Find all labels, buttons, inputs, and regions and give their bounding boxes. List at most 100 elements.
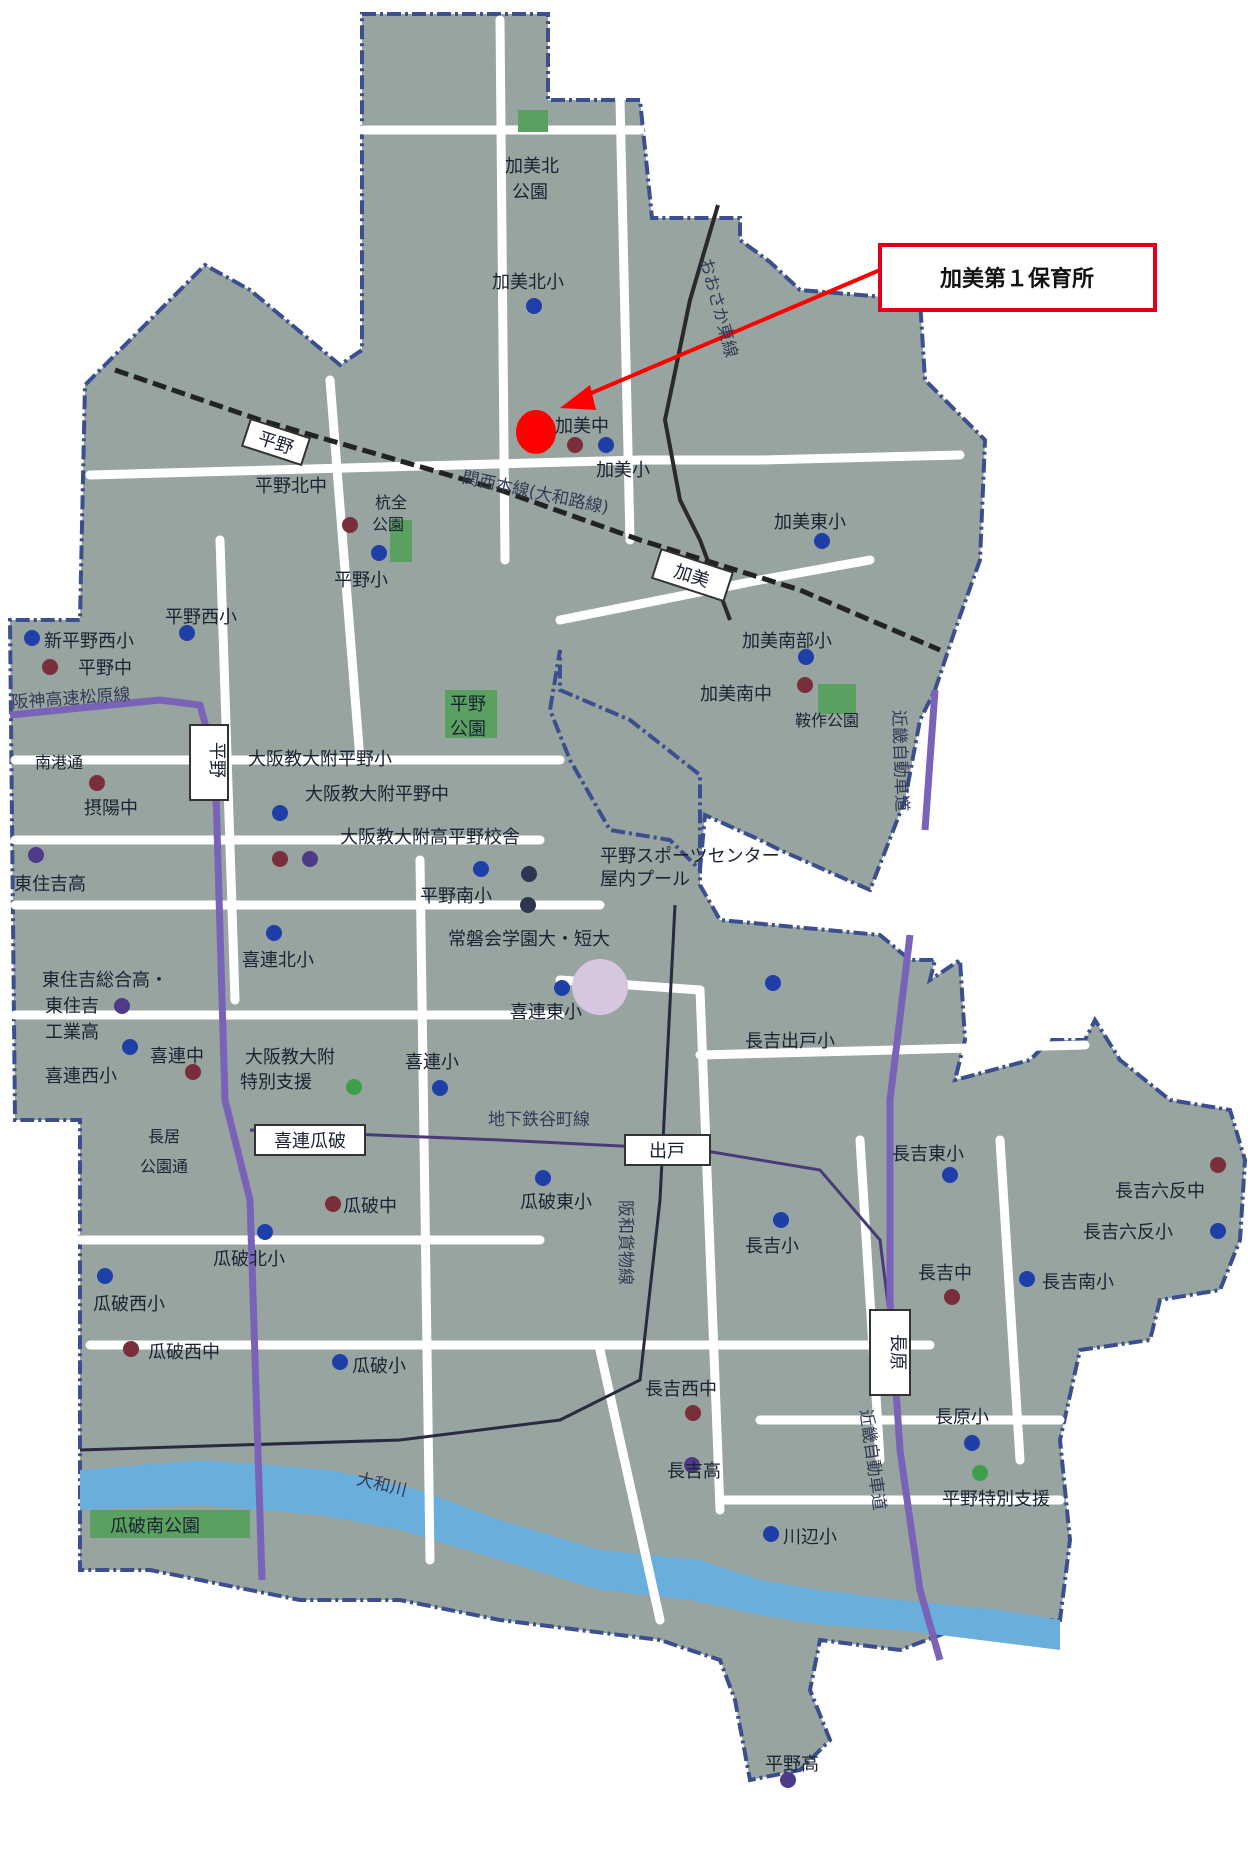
label-hanwa-line: 阪和貨物線 <box>615 1200 635 1285</box>
school-uryunishi-chu: 瓜破西中 <box>123 1341 220 1363</box>
school-nagayoshinishi-chu: 長吉西中 <box>645 1379 717 1421</box>
park-uryuminami <box>90 1510 250 1538</box>
station-dedo: 出戸 <box>624 1134 711 1166</box>
school-marker <box>97 1268 113 1284</box>
school-marker <box>520 897 536 913</box>
school-hiranokita-chu: 平野北中 <box>255 476 358 533</box>
school-kamikita-sho: 加美北小 <box>492 272 564 314</box>
school-label: 大阪教大附 <box>245 1047 335 1068</box>
park-hirano <box>445 690 497 738</box>
roads <box>10 15 1090 1625</box>
school-setsuyo-chu: 摂陽中 <box>84 775 138 819</box>
station-kireuryuwari: 喜連瓜破 <box>254 1124 366 1156</box>
label-sports-center-2: 屋内プール <box>600 869 690 890</box>
school-kire-sho: 喜連小 <box>405 1052 459 1096</box>
label-kamikita-park-1: 加美北 <box>505 156 559 177</box>
school-label: 瓜破小 <box>352 1356 406 1377</box>
park-kuizen <box>390 520 412 562</box>
school-marker <box>123 1341 139 1357</box>
school-marker <box>598 437 614 453</box>
school-daikyo-hirano-sho: 大阪教大附平野小 <box>248 749 392 821</box>
school-nagayoshidedo-sho: 長吉出戸小 <box>745 975 835 1052</box>
school-uryu-sho: 瓜破小 <box>332 1354 406 1377</box>
school-marker <box>42 659 58 675</box>
school-label: 長吉小 <box>745 1236 799 1257</box>
schools-layer: 加美北小加美中加美小加美東小加美南部小加美南中平野北中平野小平野西小新平野西小平… <box>14 272 1226 1788</box>
school-label: 大阪教大附高平野校舎 <box>340 827 520 848</box>
school-label: 瓜破北小 <box>213 1249 285 1270</box>
school-uryunishi-sho: 瓜破西小 <box>93 1268 165 1315</box>
label-kinki-expressway-north: 近畿自動車道 <box>888 709 912 812</box>
school-label: 長吉中 <box>918 1263 972 1284</box>
school-label: 平野高 <box>765 1754 819 1775</box>
label-hirano-park-1: 平野 <box>450 694 486 715</box>
school-label: 加美東小 <box>774 512 846 533</box>
svg-text:出戸: 出戸 <box>649 1141 685 1162</box>
school-marker <box>28 847 44 863</box>
tanimachi-line <box>249 1128 892 1321</box>
school-marker <box>342 517 358 533</box>
school-hiranonishi-sho: 平野西小 <box>165 607 237 641</box>
school-label: 加美小 <box>596 460 650 481</box>
label-nagai-park-dori-1: 長居 <box>148 1127 180 1146</box>
school-label: 喜連東小 <box>510 1002 582 1023</box>
school-label: 大阪教大附平野中 <box>305 784 449 805</box>
label-higashisumiyoshi-3: 工業高 <box>45 1022 99 1043</box>
school-label: 平野スポーツセンター <box>600 846 780 867</box>
school-label: 平野小 <box>334 570 388 591</box>
school-marker <box>332 1354 348 1370</box>
school-marker <box>1210 1223 1226 1239</box>
school-kamihigashi-sho: 加美東小 <box>774 512 846 549</box>
park-kamikita <box>518 110 548 132</box>
school-marker <box>684 1457 700 1473</box>
school-label: 大阪教大附平野小 <box>248 749 392 770</box>
svg-text:喜連瓜破: 喜連瓜破 <box>274 1131 346 1152</box>
osaka-higashi-line <box>662 204 732 621</box>
school-nagahara-sho: 長原小 <box>935 1407 989 1451</box>
school-marker <box>371 545 387 561</box>
school-marker <box>122 1039 138 1055</box>
school-label: 新平野西小 <box>44 631 134 652</box>
school-kirenishi-sho: 喜連西小 <box>45 1039 138 1087</box>
school-marker <box>272 805 288 821</box>
school-marker <box>1019 1271 1035 1287</box>
school-marker <box>685 1405 701 1421</box>
tokiwakai-campus <box>572 959 628 1015</box>
school-label: 加美南部小 <box>742 631 832 652</box>
school-marker <box>24 630 40 646</box>
school-label: 長吉六反中 <box>1115 1181 1205 1202</box>
school-label: 平野中 <box>78 658 132 679</box>
label-kuizen-park-1: 杭全 <box>375 493 407 512</box>
school-nagayoshiminami-sho: 長吉南小 <box>1019 1271 1114 1293</box>
school-marker <box>763 1526 779 1542</box>
kansai-line <box>114 367 941 653</box>
school-label: 瓜破中 <box>343 1196 397 1217</box>
school-marker <box>814 533 830 549</box>
school-kawanabe-sho: 川辺小 <box>763 1526 837 1548</box>
school-marker <box>266 925 282 941</box>
school-marker <box>432 1080 448 1096</box>
school-marker <box>944 1289 960 1305</box>
school-kire-chu: 喜連中 <box>150 1046 204 1080</box>
label-yugesaku-park: 鞍作公園 <box>795 711 859 730</box>
callout-box <box>878 243 1157 312</box>
school-label: 平野北中 <box>255 476 327 497</box>
school-label: 長吉出戸小 <box>745 1031 835 1052</box>
school-nagayoshi-chu: 長吉中 <box>918 1263 972 1305</box>
school-label: 長吉東小 <box>892 1144 964 1165</box>
school-kirehigashi-sho: 喜連東小 <box>510 980 582 1023</box>
label-tanimachi-line: 地下鉄谷町線 <box>488 1110 590 1130</box>
school-marker <box>765 975 781 991</box>
callout-arrow-line <box>574 268 881 402</box>
school-nagayoshi-ko: 長吉高 <box>667 1457 721 1482</box>
school-marker <box>535 1170 551 1186</box>
school-label: 喜連西小 <box>45 1066 117 1087</box>
station-hirano-subway: 平野 <box>189 724 229 801</box>
label-uryuminami-park: 瓜破南公園 <box>110 1516 200 1537</box>
label-minamiminato-dori: 南港通 <box>35 753 83 772</box>
label-kamikita-park-2: 公園 <box>512 182 548 203</box>
school-label: 長吉高 <box>667 1461 721 1482</box>
school-hirano-ko: 平野高 <box>765 1754 819 1788</box>
school-hirano-chu: 平野中 <box>42 658 132 679</box>
callout-label: 加美第１保育所 <box>939 266 1094 292</box>
